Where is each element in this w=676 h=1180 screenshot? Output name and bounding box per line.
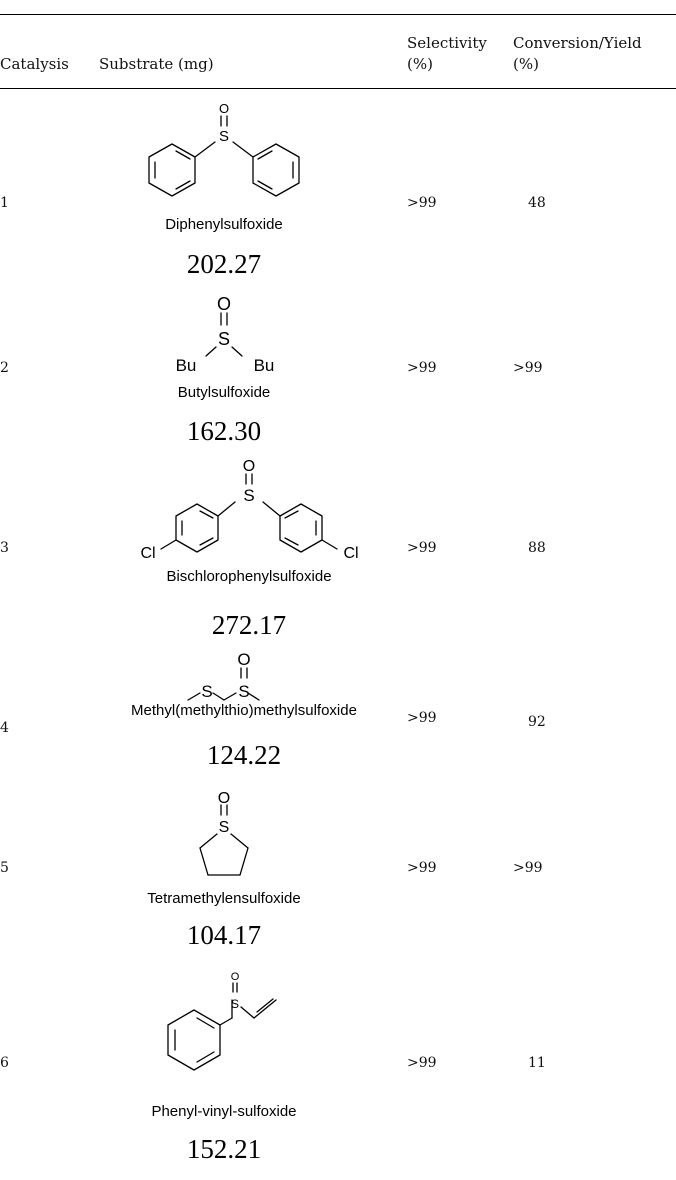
row-6-substrate-mass: 152.21 — [186, 1134, 262, 1164]
row-3-chlorine-left-label: Cl — [140, 545, 155, 562]
header-catalysis: Catalysis — [0, 55, 69, 73]
row-1-selectivity: >99 — [407, 195, 437, 211]
row-2-sulfur-label: S — [218, 329, 230, 349]
row-2-catalysis: 2 — [0, 360, 9, 376]
header-conversion-line1: Conversion/Yield — [513, 34, 642, 52]
row-3-chlorine-right-label: Cl — [343, 545, 358, 562]
row-1-substrate-mass: 202.27 — [186, 249, 262, 279]
row-3-catalysis: 3 — [0, 540, 9, 556]
table-top-rule — [0, 14, 676, 15]
row-2-butyl-left-label: Bu — [176, 356, 197, 375]
row-1-oxygen-label: O — [219, 101, 229, 116]
header-selectivity-line2: (%) — [407, 55, 433, 73]
row-6-oxygen-label: O — [231, 971, 240, 983]
row-5-catalysis: 5 — [0, 860, 9, 876]
row-6-selectivity: >99 — [407, 1055, 437, 1071]
row-2-oxygen-label: O — [217, 294, 231, 314]
row-6-sulfur-label: S — [231, 997, 239, 1011]
row-3-substrate-mass: 272.17 — [211, 610, 287, 640]
row-2-conversion: >99 — [513, 360, 543, 376]
row-3-selectivity: >99 — [407, 540, 437, 556]
row-3-substrate-name: Bischlorophenylsulfoxide — [166, 568, 332, 585]
header-selectivity-line1: Selectivity — [407, 34, 487, 52]
row-1-conversion: 48 — [528, 195, 546, 211]
row-1-substrate-name: Diphenylsulfoxide — [165, 216, 283, 233]
row-4-sulfur-label: S — [238, 682, 249, 701]
row-5-selectivity: >99 — [407, 860, 437, 876]
row-2-substrate-mass: 162.30 — [186, 416, 262, 446]
row-6-conversion: 11 — [528, 1055, 546, 1071]
row-5-conversion: >99 — [513, 860, 543, 876]
row-5-oxygen-label: O — [218, 790, 230, 807]
row-2-substrate-name: Butylsulfoxide — [177, 384, 271, 401]
row-4-catalysis: 4 — [0, 720, 9, 736]
row-5-substrate-mass: 104.17 — [186, 920, 262, 950]
row-6-substrate-name: Phenyl-vinyl-sulfoxide — [151, 1103, 297, 1120]
row-4-oxygen-label: O — [237, 650, 250, 669]
row-5-substrate-name: Tetramethylensulfoxide — [147, 890, 301, 907]
row-4-substrate-mass: 124.22 — [206, 740, 282, 770]
row-4-substrate-name: Methyl(methylthio)methylsulfoxide — [131, 702, 357, 719]
row-5-sulfur-label: S — [219, 819, 230, 836]
row-3-sulfur-label: S — [243, 486, 254, 505]
row-4-conversion: 92 — [528, 714, 546, 730]
header-substrate: Substrate (mg) — [99, 55, 214, 73]
table-header-rule — [0, 88, 676, 89]
row-4-sulfur-thio-label: S — [201, 682, 212, 701]
header-conversion-line2: (%) — [513, 55, 539, 73]
row-3-conversion: 88 — [528, 540, 546, 556]
row-3-oxygen-label: O — [243, 458, 255, 475]
header-conversion: Conversion/Yield (%) — [513, 33, 642, 75]
row-2-selectivity: >99 — [407, 360, 437, 376]
row-1-sulfur-label: S — [219, 128, 229, 145]
row-6-catalysis: 6 — [0, 1055, 9, 1071]
row-4-selectivity: >99 — [407, 710, 437, 726]
header-selectivity: Selectivity (%) — [407, 33, 487, 75]
row-2-butyl-right-label: Bu — [254, 356, 275, 375]
row-1-catalysis: 1 — [0, 195, 9, 211]
